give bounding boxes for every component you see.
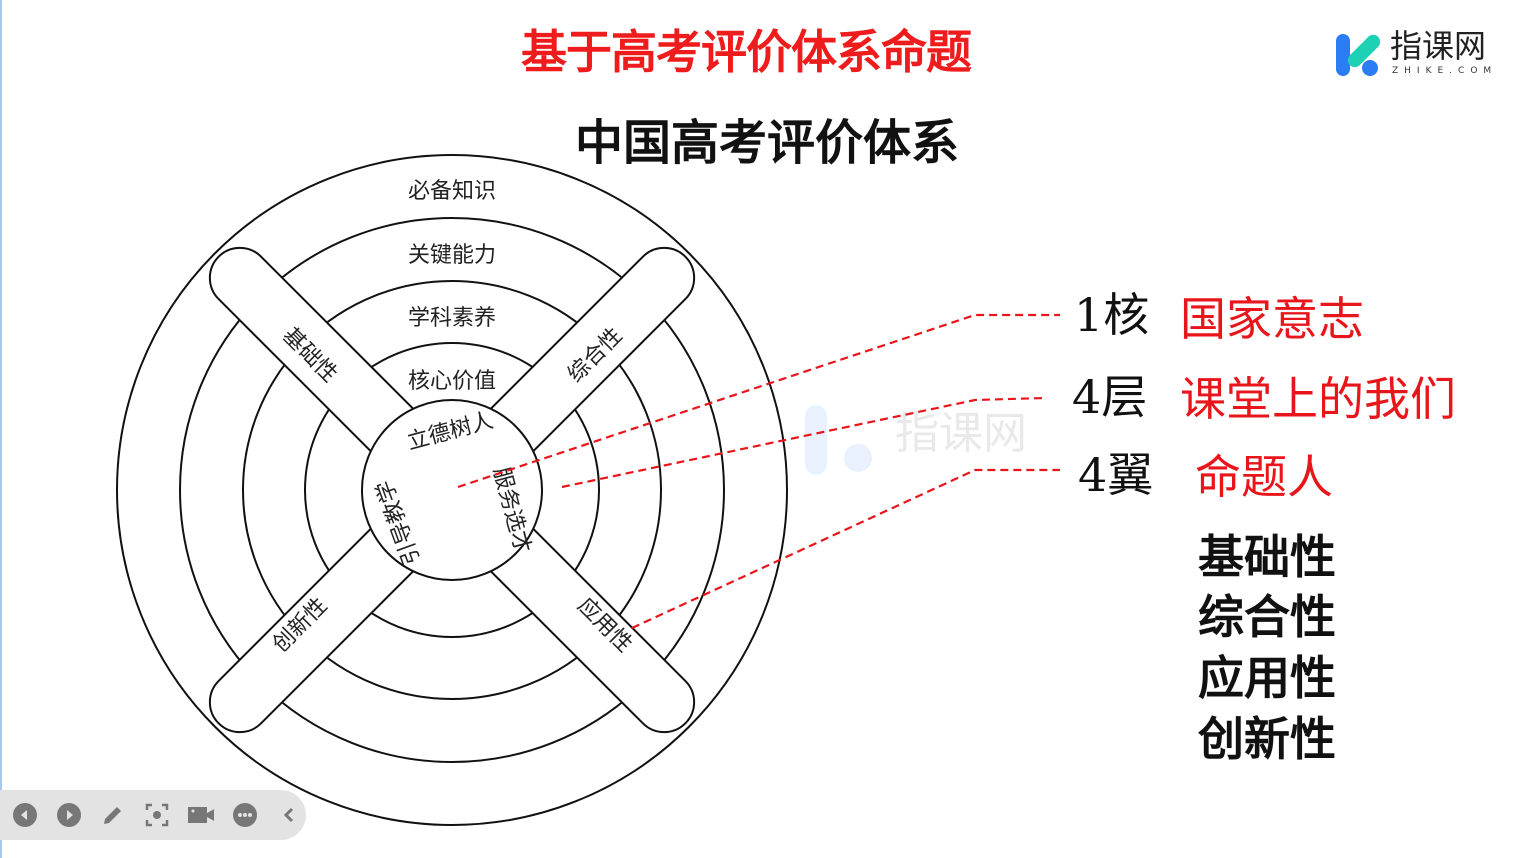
ring-label: 核心价值 bbox=[408, 369, 496, 394]
center-circle bbox=[361, 399, 543, 581]
leader-line-core bbox=[457, 313, 1060, 489]
annotation-meaning: 课堂上的我们 bbox=[1180, 372, 1456, 426]
feature-item: 创新性 bbox=[1198, 712, 1336, 766]
svg-text:指课网: 指课网 bbox=[895, 408, 1027, 459]
logo-icon bbox=[1336, 34, 1381, 76]
window-edge bbox=[0, 0, 2, 858]
annotation-label: 4层 bbox=[1072, 370, 1148, 424]
ring-label: 必备知识 bbox=[408, 179, 496, 204]
ring-2 bbox=[179, 217, 725, 763]
annotation-meaning: 国家意志 bbox=[1180, 292, 1364, 346]
ring-3 bbox=[242, 280, 662, 700]
feature-item: 应用性 bbox=[1198, 651, 1336, 705]
logo-domain: ZHIKE.COM bbox=[1392, 66, 1498, 76]
watermark: 指课网 bbox=[805, 405, 1027, 475]
logo-name: 指课网 bbox=[1390, 27, 1487, 65]
annotation-label: 4翼 bbox=[1078, 448, 1154, 502]
feature-item: 综合性 bbox=[1198, 590, 1336, 644]
leader-line-layers bbox=[561, 396, 1046, 489]
ring-label: 关键能力 bbox=[408, 243, 496, 268]
slide-subtitle: 中国高考评价体系 bbox=[575, 115, 960, 171]
slide-title: 基于高考评价体系命题 bbox=[521, 25, 972, 79]
logo: 指课网 ZHIKE.COM bbox=[1334, 30, 1494, 80]
annotation-label: 1核 bbox=[1074, 288, 1150, 342]
annotation-meaning: 命题人 bbox=[1195, 450, 1333, 504]
presentation-toolbar bbox=[0, 790, 306, 840]
leader-line-wings bbox=[631, 468, 1060, 629]
screenshot-icon[interactable] bbox=[144, 802, 170, 828]
camera-icon[interactable] bbox=[188, 802, 214, 828]
ring-outer bbox=[116, 154, 788, 826]
ring-4 bbox=[304, 342, 600, 638]
prev-icon[interactable] bbox=[12, 802, 38, 828]
feature-item: 基础性 bbox=[1198, 530, 1336, 584]
collapse-icon[interactable] bbox=[276, 802, 302, 828]
more-icon[interactable] bbox=[232, 802, 258, 828]
ring-label: 学科素养 bbox=[408, 306, 496, 331]
pen-icon[interactable] bbox=[100, 802, 126, 828]
next-icon[interactable] bbox=[56, 802, 82, 828]
